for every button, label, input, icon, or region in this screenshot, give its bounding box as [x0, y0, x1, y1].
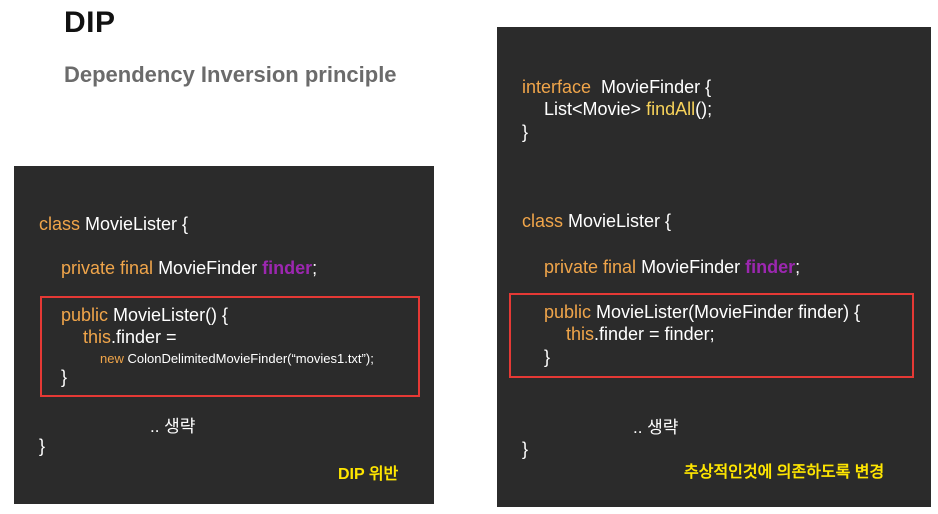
keyword: public [61, 305, 109, 325]
code-line-field: private final MovieFinder finder; [544, 256, 800, 278]
code-panel-violation: class MovieLister { private final MovieF… [14, 166, 434, 504]
code-line-constructor: public MovieLister() { [61, 304, 228, 326]
highlight-box [509, 293, 914, 378]
code-line-close-constructor: } [61, 367, 68, 387]
code-text: MovieLister { [563, 211, 672, 231]
code-line-close-class: } [522, 439, 529, 459]
fix-note: 추상적인것에 의존하도록 변경 [684, 464, 885, 481]
code-text: MovieLister() { [108, 305, 229, 325]
keyword: this [83, 327, 112, 347]
code-text: MovieLister(MovieFinder finder) { [591, 302, 861, 322]
code-text: MovieLister { [80, 214, 189, 234]
keyword: this [566, 324, 595, 344]
keyword: new [100, 351, 124, 366]
keyword: class [39, 214, 81, 234]
code-text: MovieFinder [636, 257, 746, 277]
method-name: findAll [646, 99, 696, 119]
code-line-assign: this.finder = finder; [566, 323, 715, 345]
page-title: DIP [64, 6, 116, 39]
keyword: interface [522, 77, 592, 97]
code-line-close-constructor: } [544, 347, 551, 367]
code-line-close-interface: } [522, 122, 529, 142]
code-text: .finder = [111, 327, 177, 347]
keyword: class [522, 211, 564, 231]
highlight-box [40, 296, 420, 397]
code-text: MovieFinder [153, 258, 263, 278]
code-line-new: new ColonDelimitedMovieFinder(“movies1.t… [100, 350, 374, 368]
field-name: finder [745, 257, 796, 277]
code-text: MovieFinder { [591, 77, 712, 97]
code-text: ColonDelimitedMovieFinder(“movies1.txt”)… [123, 351, 374, 366]
code-text: (); [695, 99, 713, 119]
omitted-text: .. 생략 [150, 417, 196, 436]
code-line-class-decl: class MovieLister { [522, 210, 671, 232]
code-line-field: private final MovieFinder finder; [61, 257, 317, 279]
code-line-class-decl: class MovieLister { [39, 213, 188, 235]
field-name: finder [262, 258, 313, 278]
keyword: private final [544, 257, 637, 277]
code-line-interface-decl: interface MovieFinder { [522, 76, 711, 98]
code-text: ; [795, 257, 801, 277]
omitted-text: .. 생략 [633, 418, 679, 437]
code-text: ; [312, 258, 318, 278]
violation-note: DIP 위반 [338, 466, 399, 483]
page-subtitle: Dependency Inversion principle [64, 62, 397, 87]
code-line-close-class: } [39, 436, 46, 456]
code-line-constructor: public MovieLister(MovieFinder finder) { [544, 301, 860, 323]
code-text: .finder = finder; [594, 324, 715, 344]
code-line-assign: this.finder = [83, 326, 177, 348]
code-text: List<Movie> [544, 99, 647, 119]
code-panel-fixed: interface MovieFinder { List<Movie> find… [497, 27, 931, 507]
keyword: private final [61, 258, 154, 278]
keyword: public [544, 302, 592, 322]
code-line-method: List<Movie> findAll(); [544, 98, 712, 120]
